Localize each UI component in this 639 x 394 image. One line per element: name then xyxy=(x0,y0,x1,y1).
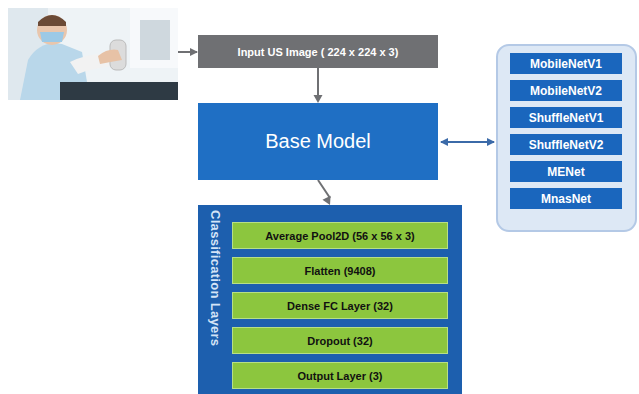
arrow-line xyxy=(178,51,197,53)
layer-box: Output Layer (3) xyxy=(232,362,448,389)
model-box: MENet xyxy=(510,161,622,182)
box-label: MENet xyxy=(547,165,584,179)
layer-box: Dense FC Layer (32) xyxy=(232,292,448,319)
model-box: MnasNet xyxy=(510,188,622,209)
process-box: Base Model xyxy=(198,103,438,180)
model-box: MobileNetV2 xyxy=(510,80,622,101)
box-label: ShuffleNetV2 xyxy=(529,138,604,152)
layer-box: Average Pool2D (56 x 56 x 3) xyxy=(232,222,448,249)
ultrasound-photo xyxy=(8,8,178,100)
layer-box: Dropout (32) xyxy=(232,327,448,354)
box-label: Input US Image ( 224 x 224 x 3) xyxy=(238,46,399,58)
group-label: Classification Layers xyxy=(208,210,223,346)
input-box: Input US Image ( 224 x 224 x 3) xyxy=(198,35,438,68)
box-label: Dense FC Layer (32) xyxy=(287,300,393,312)
box-label: ShuffleNetV1 xyxy=(529,111,604,125)
box-label: MobileNetV1 xyxy=(530,57,602,71)
box-label: Dropout (32) xyxy=(307,335,372,347)
box-label: Average Pool2D (56 x 56 x 3) xyxy=(265,230,414,242)
model-box: ShuffleNetV2 xyxy=(510,134,622,155)
arrow-connector xyxy=(314,68,323,103)
box-label: Output Layer (3) xyxy=(298,370,383,382)
arrow-connector xyxy=(318,180,331,205)
layer-box: Flatten (9408) xyxy=(232,257,448,284)
double-arrow xyxy=(441,141,494,143)
model-box: ShuffleNetV1 xyxy=(510,107,622,128)
box-label: MobileNetV2 xyxy=(530,84,602,98)
box-label: Flatten (9408) xyxy=(305,265,376,277)
box-label: Base Model xyxy=(265,130,371,153)
box-label: MnasNet xyxy=(541,192,591,206)
model-panel xyxy=(497,45,636,231)
group-box: Classification Layers Average Pool2D (56 … xyxy=(198,205,462,394)
model-box: MobileNetV1 xyxy=(510,53,622,74)
